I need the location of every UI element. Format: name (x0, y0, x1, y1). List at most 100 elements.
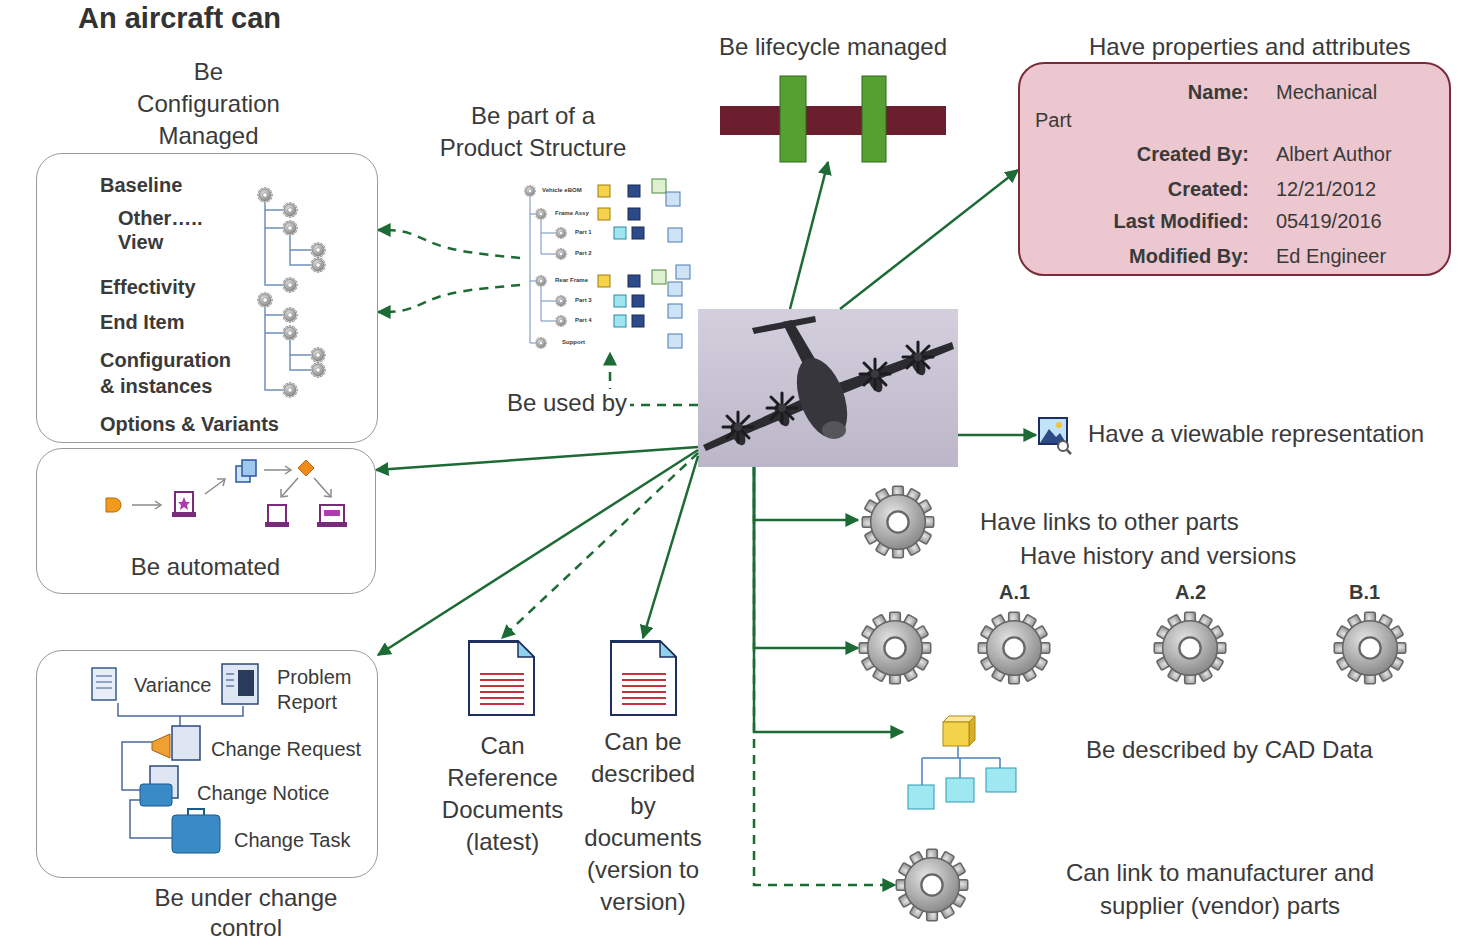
document-icon (611, 641, 676, 715)
change-icons (226, 680, 234, 681)
workflow-icons (264, 469, 290, 471)
tree-item: Support (562, 339, 585, 346)
tree-icon (282, 382, 297, 397)
lifecycle-band: Be lifecycle managed (720, 76, 946, 162)
connector-arrow (376, 447, 698, 470)
workflow-icons (282, 478, 298, 496)
change-icons (238, 670, 254, 696)
product-structure-icons (535, 337, 546, 348)
property-name: Last Modified: (1050, 207, 1249, 235)
product-structure-icons (652, 270, 666, 284)
product-structure-icons (555, 295, 566, 306)
product-structure-icons (676, 265, 690, 279)
capability-label: Can Reference Documents (latest) (430, 730, 575, 858)
reference-docs: Can Reference Documents (latest) (430, 638, 575, 863)
product-structure-icons (628, 275, 640, 287)
viewable-icon (1058, 441, 1068, 451)
product-structure-icons (614, 295, 626, 307)
tree-icon (257, 187, 272, 202)
property-value: Ed Engineer (1276, 242, 1386, 270)
workflow-icons (106, 460, 347, 527)
change-icons (96, 676, 112, 677)
cad-icon (908, 785, 934, 809)
change-icons (140, 784, 172, 806)
workflow-icons (132, 504, 160, 506)
connector-arrow (502, 453, 698, 638)
product-structure-icons (652, 179, 666, 193)
product-structure-icons (555, 315, 566, 326)
links-item: Have links to other parts (858, 484, 1338, 540)
tree-icon (310, 347, 325, 362)
product-structure-icons (628, 185, 644, 327)
workflow-icons (324, 489, 331, 497)
change-icons (226, 674, 234, 686)
change-icons (226, 674, 234, 675)
tree-icon (310, 242, 325, 257)
aircraft-photo (787, 351, 857, 445)
lifecycle-band (862, 76, 886, 162)
properties-box: Have properties and attributesName:Mecha… (1018, 62, 1451, 276)
property-name: Created By: (1050, 140, 1249, 168)
tree-icon (310, 257, 325, 272)
product-structure-icons (632, 295, 644, 307)
part-gear (978, 612, 1049, 683)
product-structure-icons (555, 227, 566, 238)
tree-item: Vehicle eBOM (542, 187, 582, 194)
aircraft-photo (767, 393, 797, 423)
product-structure-icons (668, 228, 682, 242)
config-item: Other….. View (118, 206, 228, 254)
config-item: Options & Variants (100, 412, 279, 436)
document-icon (469, 641, 534, 715)
workflow-icons (314, 478, 330, 496)
cad-icon (946, 778, 974, 802)
product-structure-icons (628, 208, 640, 220)
tree-icon (310, 362, 325, 377)
tree-item: Part 1 (575, 229, 592, 236)
tree-item: Part 2 (575, 250, 592, 257)
connector-arrow (790, 162, 828, 309)
config-item: Baseline (100, 173, 182, 197)
tree-icon (265, 203, 310, 285)
workflow-icons (155, 501, 161, 509)
tree-item: Part 4 (575, 317, 592, 324)
connector-arrow (378, 230, 520, 258)
product-structure-icons (535, 275, 546, 286)
aircraft-photo (822, 421, 846, 439)
product-structure-icons (530, 197, 555, 343)
workflow-icons (172, 512, 196, 517)
cad-icon (986, 768, 1016, 792)
aircraft-photo (860, 359, 890, 389)
property-value: 12/21/2012 (1276, 175, 1376, 203)
connector-arrow (378, 450, 698, 655)
tree-icon (257, 187, 325, 397)
tree-icon (282, 307, 297, 322)
product-structure-icons (666, 192, 680, 206)
connector-arrow (754, 467, 858, 648)
part-gear (1154, 612, 1225, 683)
config-item: Configuration & instances (100, 347, 245, 399)
tree-item: Rear Frame (555, 277, 588, 284)
product-structure-icons (668, 334, 682, 348)
workflow-icons (285, 466, 291, 474)
described-docs: Can be described by documents (version t… (575, 638, 711, 920)
part-gear (896, 849, 967, 920)
viewable-item: Have a viewable representation (1036, 414, 1466, 456)
change-panel: VarianceProblem ReportChange RequestChan… (36, 650, 378, 878)
product-structure-icons (614, 227, 626, 239)
viewable-icon (1067, 450, 1071, 454)
tree-icon (257, 292, 272, 307)
cad-icon (969, 716, 975, 746)
document-icon (469, 641, 676, 715)
aircraft-photo (723, 412, 753, 442)
property-name: Created: (1050, 175, 1249, 203)
capability-label: Be described by CAD Data (1086, 736, 1373, 765)
change-icons (172, 726, 200, 760)
panel-heading: Be under change control (126, 883, 366, 943)
workflow-icons (298, 460, 314, 476)
capability-label: Can link to manufacturer and supplier (v… (1035, 856, 1405, 922)
workflow-icons (175, 492, 193, 514)
workflow-icons (317, 522, 347, 527)
change-icons (92, 668, 116, 700)
change-icons (96, 676, 112, 688)
